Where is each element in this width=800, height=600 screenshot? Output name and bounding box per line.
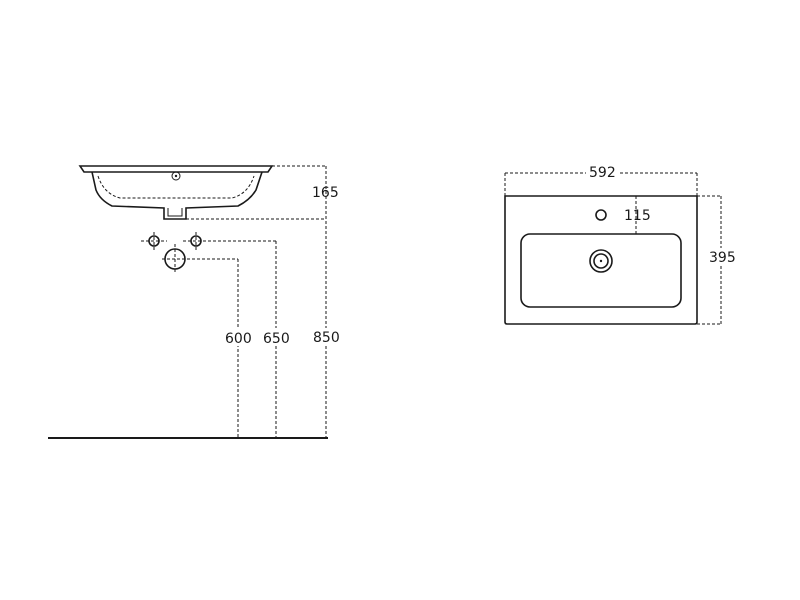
overflow-hole-center <box>174 174 178 178</box>
basin-bowl-top <box>520 233 682 308</box>
overflow-hole <box>171 171 181 181</box>
basin-bowl-hidden <box>97 175 255 199</box>
dim-395-label: 395 <box>709 250 736 266</box>
dim-165-label: 165 <box>312 185 339 201</box>
dim-650-mask <box>262 328 292 346</box>
tap-hole <box>595 209 607 221</box>
dim-600-mask <box>224 328 254 346</box>
drain-center <box>599 259 603 263</box>
drain-inner <box>593 253 609 269</box>
dim-600-label: 600 <box>225 331 252 347</box>
dim-850-mask <box>312 328 342 346</box>
dim-115-label: 115 <box>624 208 651 224</box>
dim-850-label: 850 <box>313 330 340 346</box>
basin-rim <box>78 165 274 173</box>
dim-592-label: 592 <box>589 165 616 181</box>
dim-395-mask <box>707 248 739 266</box>
dim-592-mask <box>586 163 618 181</box>
side-view: 165 600 650 850 <box>48 165 342 439</box>
top-view: 592 115 395 <box>504 163 739 325</box>
basin-outlet <box>167 208 183 217</box>
basin-outline-top <box>504 195 698 325</box>
drain-outer <box>589 249 613 273</box>
basin-body <box>91 171 263 220</box>
dim-650-label: 650 <box>263 331 290 347</box>
